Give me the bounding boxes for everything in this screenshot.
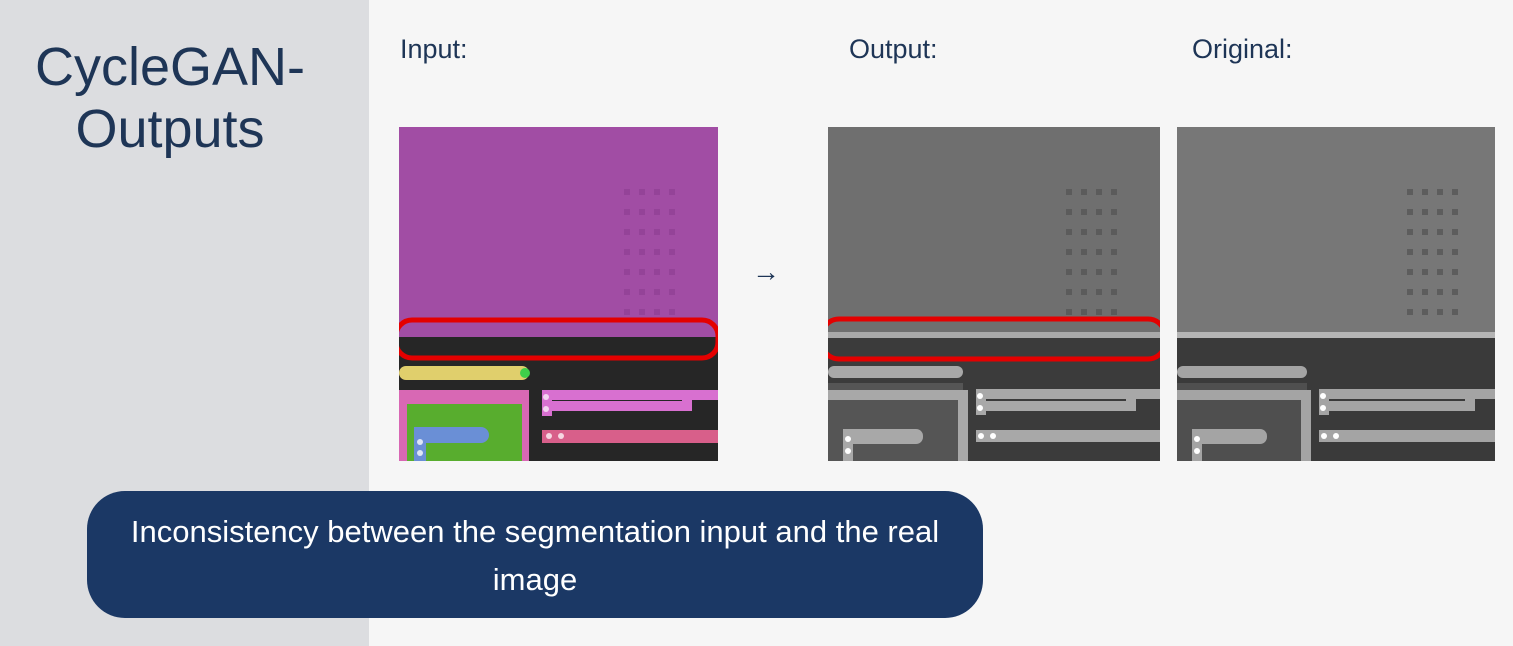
callout-text: Inconsistency between the segmentation i… bbox=[130, 514, 940, 597]
slide-title-line1: CycleGAN- bbox=[34, 37, 306, 97]
callout-box: Inconsistency between the segmentation i… bbox=[87, 491, 983, 618]
original-image bbox=[1177, 127, 1495, 461]
input-image bbox=[399, 127, 718, 461]
output-image bbox=[828, 127, 1160, 461]
original-label: Original: bbox=[1192, 34, 1293, 64]
slide-title: CycleGAN- Outputs bbox=[0, 36, 340, 160]
input-label: Input: bbox=[400, 34, 468, 64]
output-label: Output: bbox=[849, 34, 938, 64]
slide-title-line2: Outputs bbox=[75, 99, 265, 159]
arrow-icon: → bbox=[752, 256, 780, 287]
